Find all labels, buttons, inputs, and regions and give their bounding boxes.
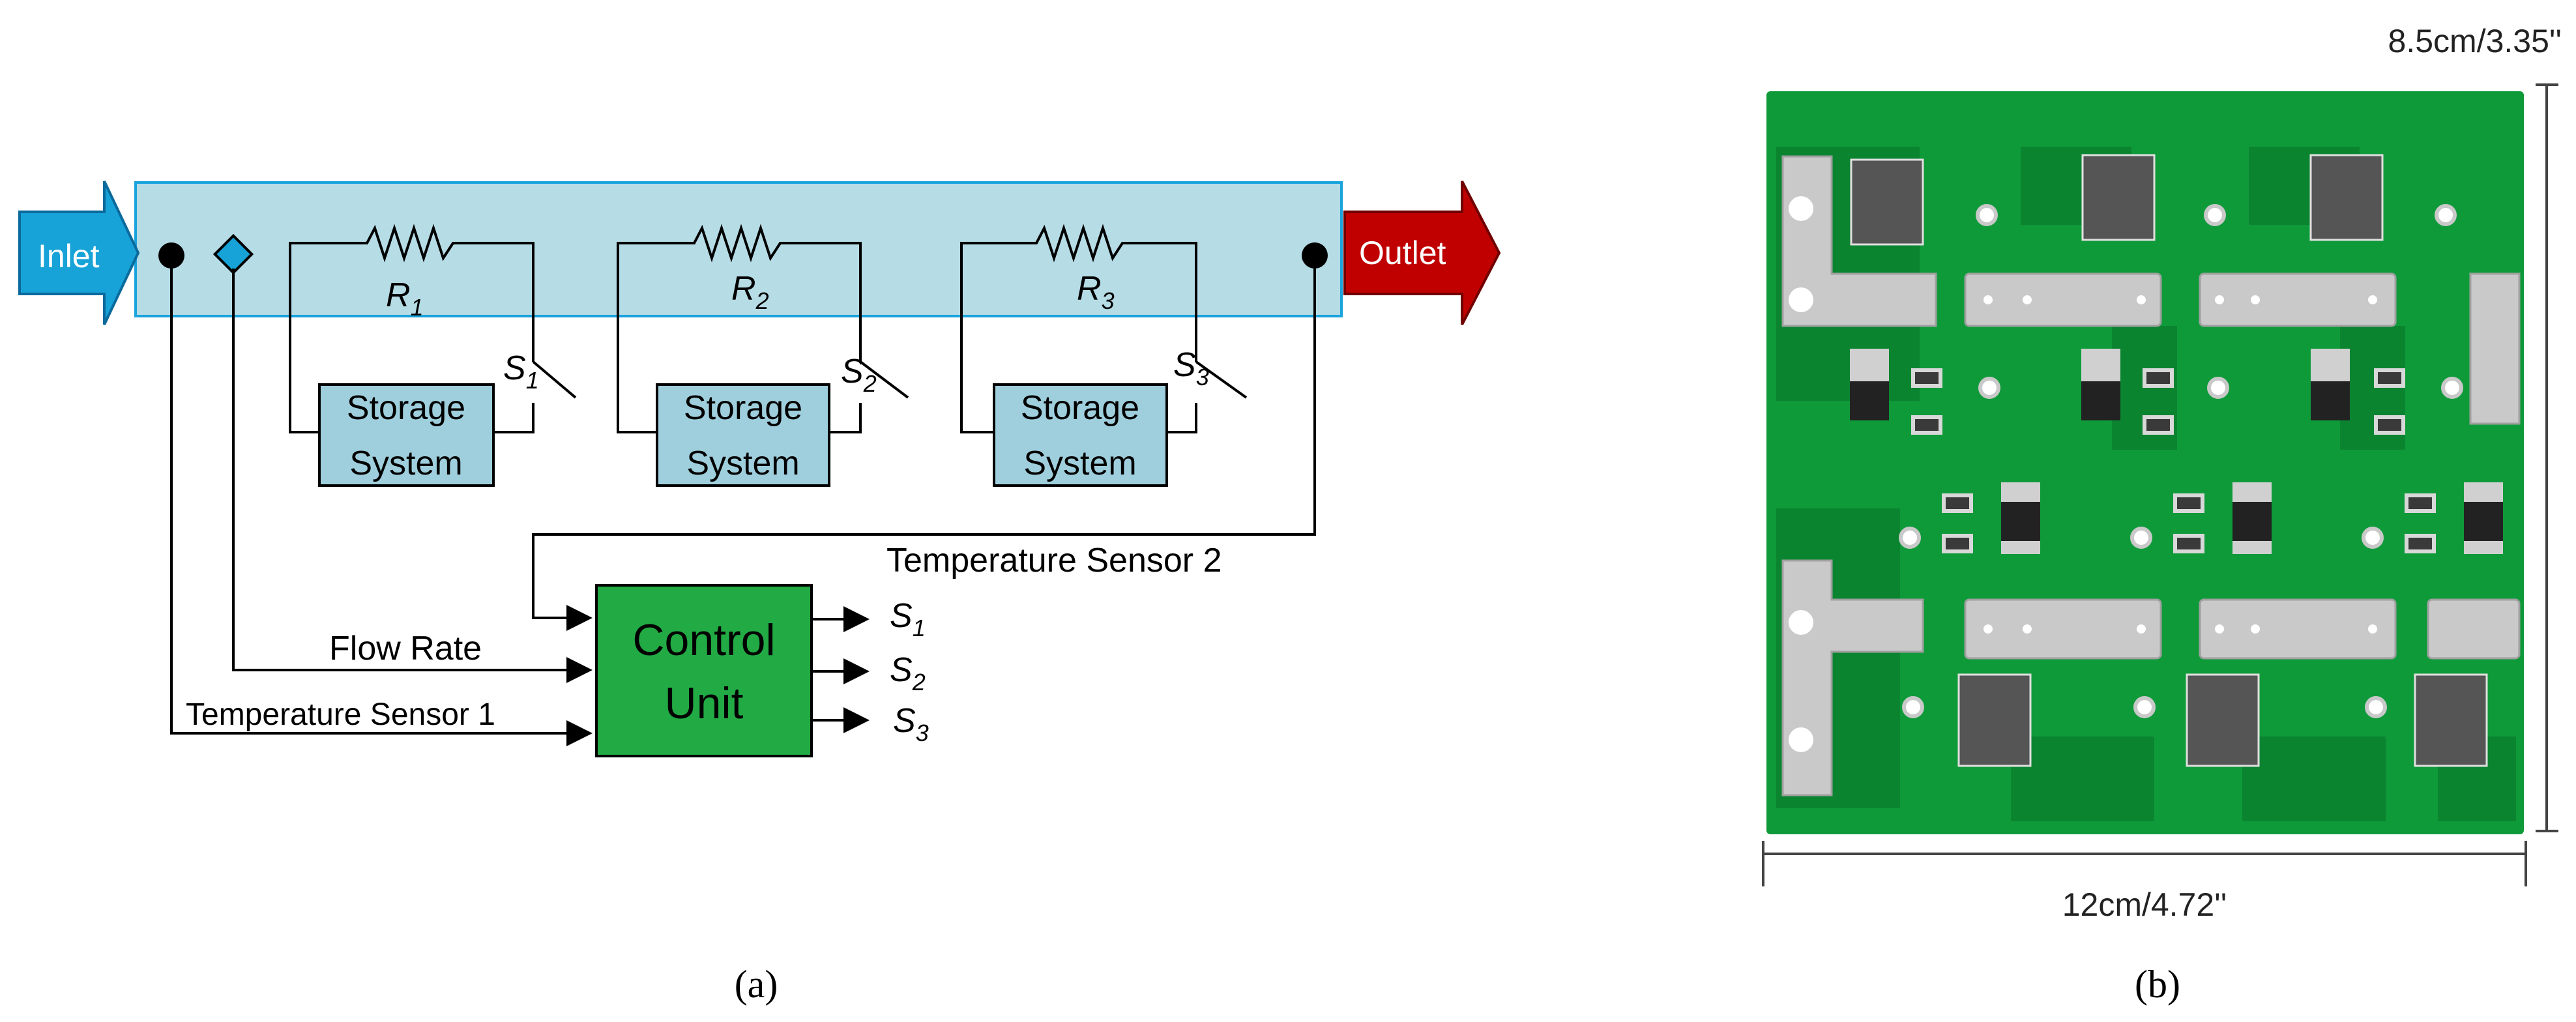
svg-text:System: System xyxy=(349,445,462,482)
caption-a: (a) xyxy=(735,963,778,1006)
flow-rate-sensor-diamond xyxy=(212,233,254,275)
control-unit: Control Unit xyxy=(595,584,813,757)
svg-text:Unit: Unit xyxy=(665,679,744,728)
pcb-transistors xyxy=(1850,349,2503,554)
switch-2-blade xyxy=(859,360,909,399)
circuit-1-wire xyxy=(289,224,534,433)
panel-a: Inlet Outlet R1 R2 R3 xyxy=(18,181,1501,1006)
switch-1-blade xyxy=(532,360,577,399)
switch-label-2: S2 xyxy=(841,353,877,397)
circuit-3-wire xyxy=(960,224,1197,433)
inlet-label: Inlet xyxy=(38,238,100,274)
svg-text:System: System xyxy=(1023,445,1136,482)
temp-sensor-1-label: Temperature Sensor 1 xyxy=(186,697,495,732)
inlet-arrow: Inlet xyxy=(18,181,140,325)
dimension-lines xyxy=(1762,83,2558,886)
storage-system-2: Storage System xyxy=(656,383,830,487)
svg-text:System: System xyxy=(686,445,799,482)
output-label-s2: S2 xyxy=(890,651,926,695)
panel-b: 8.5cm/3.35'' 12cm/4.72'' (b) xyxy=(1762,23,2562,1006)
svg-text:Storage: Storage xyxy=(1021,389,1139,427)
flow-rate-wire xyxy=(232,269,593,683)
caption-b: (b) xyxy=(2135,963,2180,1006)
pcb-ic-clusters xyxy=(1850,154,2488,767)
switch-label-3: S3 xyxy=(1173,346,1209,390)
heater-circuits xyxy=(289,224,1248,433)
temp-sensor-2-label: Temperature Sensor 2 xyxy=(886,542,1222,579)
storage-system-3: Storage System xyxy=(993,383,1168,487)
svg-text:Storage: Storage xyxy=(684,389,802,427)
resistor-label-2: R2 xyxy=(731,270,769,314)
temp-sensor-1-wire xyxy=(170,256,593,746)
width-dimension-label: 12cm/4.72'' xyxy=(2062,886,2227,923)
outlet-label: Outlet xyxy=(1359,235,1446,271)
switch-label-1: S1 xyxy=(503,349,539,394)
flow-rate-label: Flow Rate xyxy=(329,630,482,667)
output-label-s1: S1 xyxy=(890,597,926,641)
pcb-holes xyxy=(1785,192,2463,756)
resistor-label-1: R1 xyxy=(386,276,424,321)
pcb-smd-resistors xyxy=(1911,368,2436,553)
flow-channel xyxy=(134,181,1343,317)
svg-text:Storage: Storage xyxy=(347,389,465,427)
output-label-s3: S3 xyxy=(893,702,929,746)
temp-sensor-2-wire xyxy=(532,256,1316,631)
outlet-arrow: Outlet xyxy=(1343,181,1501,325)
pcb-copper-pads xyxy=(1781,155,2521,796)
switch-3-blade xyxy=(1195,360,1248,399)
svg-text:Control: Control xyxy=(632,615,775,665)
resistor-label-3: R3 xyxy=(1077,270,1115,314)
storage-system-1: Storage System xyxy=(318,383,495,487)
height-dimension-label: 8.5cm/3.35'' xyxy=(2388,23,2562,59)
signal-wires xyxy=(170,256,1316,746)
circuit-2-wire xyxy=(617,224,862,433)
